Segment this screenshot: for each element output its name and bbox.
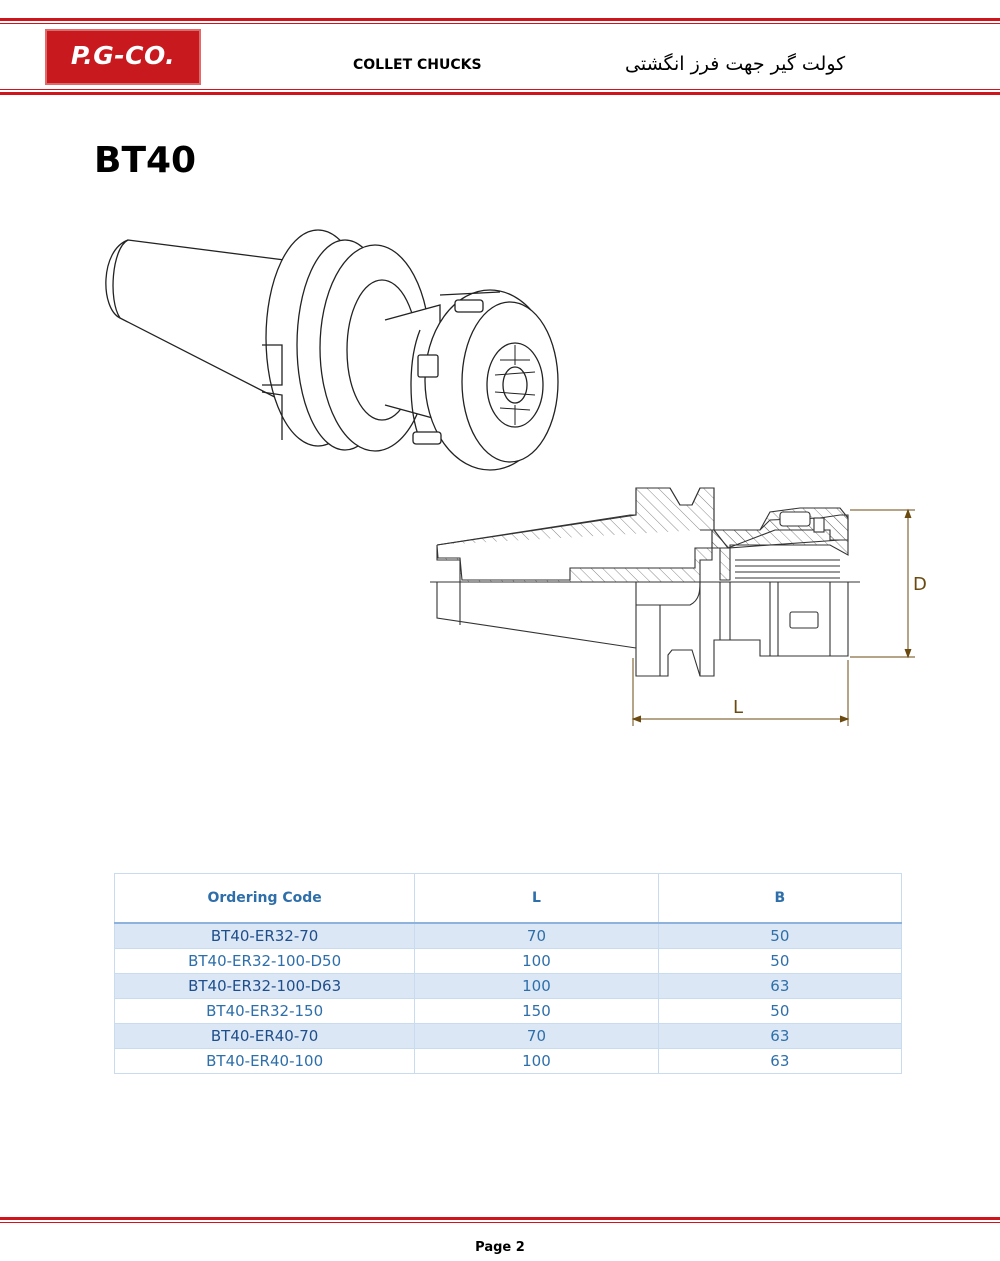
table-row: BT40-ER32-150 150 50 [113,998,903,1024]
table-row: BT40-ER40-100 100 63 [113,1048,903,1074]
l-cell: 70 [414,1023,659,1049]
ordering-code-cell: BT40-ER32-100-D63 [113,973,416,999]
b-cell: 63 [657,1048,903,1074]
table-row: BT40-ER40-70 70 63 [113,1023,903,1049]
dimension-l-label: L [733,697,743,718]
ordering-code-cell: BT40-ER32-150 [113,998,416,1024]
technical-drawing: D L [105,229,927,726]
b-cell: 63 [657,1023,903,1049]
column-header-b: B [657,873,903,924]
ordering-code-cell: BT40-ER32-70 [113,923,416,949]
column-header-ordering-code: Ordering Code [113,873,416,924]
table-row: BT40-ER32-100-D50 100 50 [113,948,903,974]
company-logo: P.G-CO. [45,29,201,85]
b-cell: 63 [657,973,903,999]
table-header-row: Ordering Code L B [113,873,903,924]
b-cell: 50 [657,923,903,949]
header-title-persian: کولت گیر جهت فرز انگشتی [625,53,846,75]
ordering-table: Ordering Code L B BT40-ER32-70 70 50 BT4… [113,873,903,1074]
ordering-code-cell: BT40-ER32-100-D50 [113,948,416,974]
model-heading: BT40 [94,140,197,181]
header-title: COLLET CHUCKS [353,57,482,73]
column-header-l: L [414,873,659,924]
table-row: BT40-ER32-70 70 50 [113,923,903,949]
logo-text: P.G-CO. [70,41,176,70]
page-number: Page 2 [475,1240,525,1255]
l-cell: 100 [414,948,659,974]
chuck-isometric-view [105,229,559,471]
b-cell: 50 [657,948,903,974]
l-cell: 150 [414,998,659,1024]
ordering-code-cell: BT40-ER40-100 [113,1048,416,1074]
dimension-lines [631,508,915,726]
ordering-code-cell: BT40-ER40-70 [113,1023,416,1049]
b-cell: 50 [657,998,903,1024]
l-cell: 100 [414,973,659,999]
l-cell: 70 [414,923,659,949]
l-cell: 100 [414,1048,659,1074]
dimension-d-label: D [913,574,927,595]
table-row: BT40-ER32-100-D63 100 63 [113,973,903,999]
chuck-section-view [430,487,860,677]
